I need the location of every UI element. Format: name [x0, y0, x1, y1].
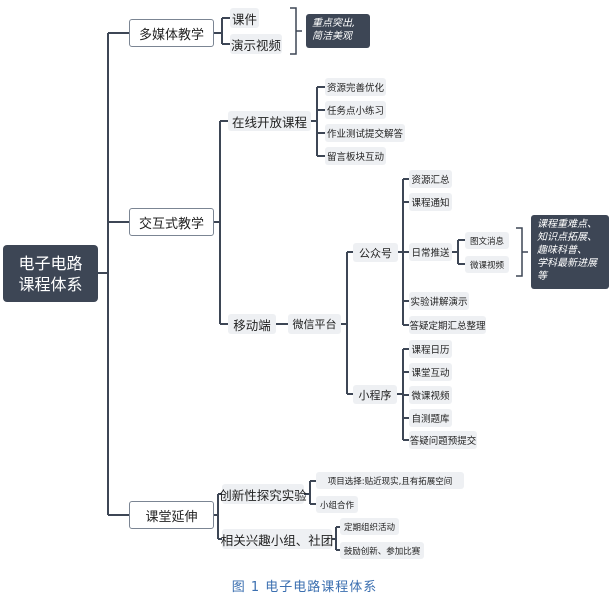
wechat-platform-node: 微信平台: [288, 314, 341, 334]
mp-item: 微课视频: [409, 386, 452, 404]
oa-item-resources: 资源汇总: [409, 170, 452, 188]
official-account-node: 公众号: [353, 243, 398, 262]
innovation-node: 创新性探究实验: [219, 484, 307, 504]
online-item: 任务点小练习: [325, 101, 386, 119]
mp-item: 答疑问题预提交: [409, 431, 477, 449]
innovation-item: 小组合作: [316, 496, 358, 513]
oa-item-experiment: 实验讲解演示: [409, 292, 469, 310]
mp-item: 课堂互动: [409, 363, 452, 381]
group-item: 鼓励创新、参加比赛: [340, 542, 424, 559]
courseware-node: 课件: [230, 8, 259, 28]
demo-video-node: 演示视频: [230, 34, 282, 54]
figure-caption: 图 1 电子电路课程体系: [231, 580, 378, 595]
online-item: 资源完善优化: [325, 78, 386, 96]
mobile-node: 移动端: [228, 314, 276, 334]
online-course-node: 在线开放课程: [228, 111, 311, 131]
root-label-line2: 课程体系: [18, 274, 83, 294]
group-item: 定期组织活动: [340, 518, 399, 535]
mp-item: 课程日历: [409, 340, 452, 358]
branch-interactive: 交互式教学: [129, 208, 214, 236]
push-note-line5: 等: [537, 271, 547, 282]
multimedia-note-line1: 重点突出,: [312, 18, 356, 29]
oa-item-qa-summary: 答疑定期汇总整理: [409, 316, 486, 334]
multimedia-note: 重点突出, 简洁美观: [306, 14, 370, 48]
oa-item-notices: 课程通知: [409, 193, 452, 211]
root-node: 电子电路 课程体系: [3, 245, 98, 302]
push-note-line4: 学科最新进展: [537, 258, 597, 269]
push-note: 课程重难点、 知识点拓展、 趣味科普、 学科最新进展 等: [531, 215, 609, 289]
push-item: 微课视频: [465, 256, 509, 273]
multimedia-note-line2: 简洁美观: [312, 31, 352, 42]
push-note-line2: 知识点拓展、: [537, 232, 597, 243]
root-label-line1: 电子电路: [18, 253, 83, 273]
mini-program-node: 小程序: [353, 385, 397, 404]
online-item: 作业测试提交解答: [325, 124, 405, 142]
mp-item: 自测题库: [409, 409, 452, 427]
push-note-line1: 课程重难点、: [537, 219, 597, 230]
oa-item-daily-push: 日常推送: [409, 243, 452, 261]
branch-multimedia: 多媒体教学: [129, 19, 214, 47]
push-note-line3: 趣味科普、: [537, 245, 587, 256]
innovation-item: 项目选择:贴近现实,且有拓展空间: [316, 472, 464, 489]
groups-node: 相关兴趣小组、社团: [221, 529, 333, 549]
push-item: 图文消息: [465, 232, 509, 249]
online-item: 留言板块互动: [325, 147, 386, 165]
branch-extension: 课堂延伸: [129, 501, 214, 529]
